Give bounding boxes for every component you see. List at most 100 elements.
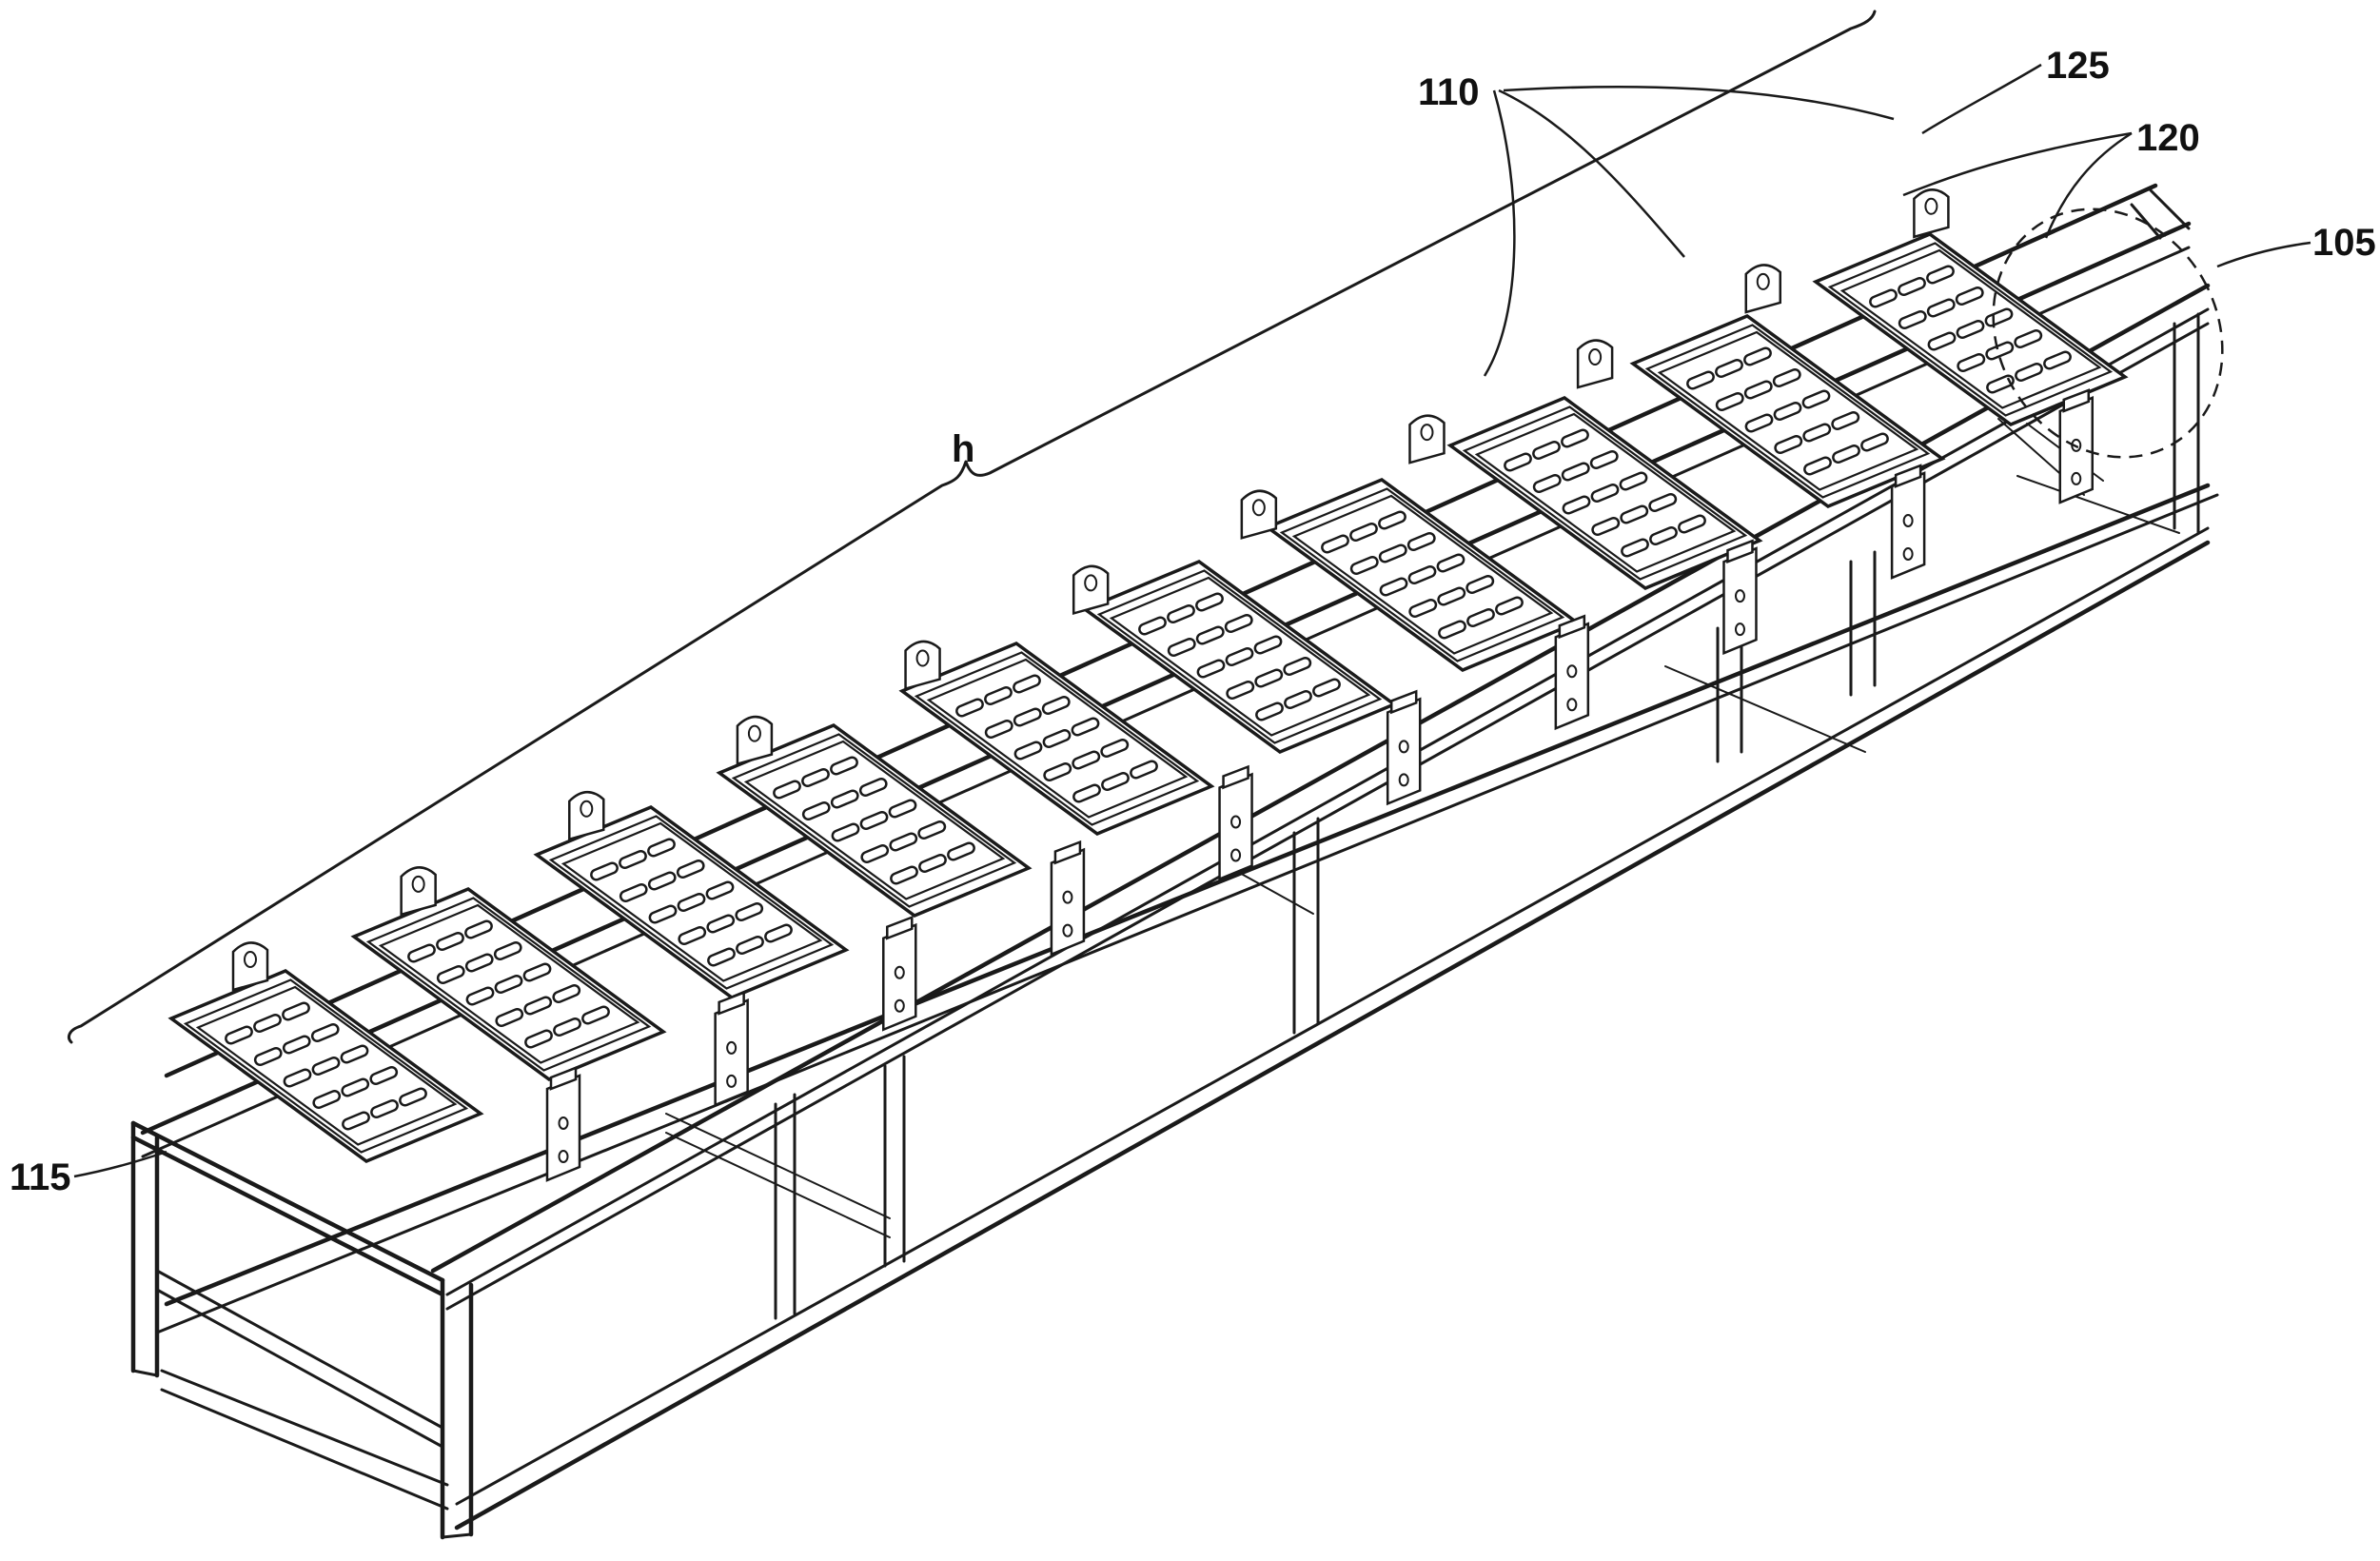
slot-opening xyxy=(1680,517,1704,531)
tray-floor-edge xyxy=(378,903,640,1064)
slot-opening xyxy=(1988,377,2013,391)
slot-opening xyxy=(1593,485,1617,501)
slot-opening xyxy=(679,861,703,877)
tray-lip xyxy=(1096,569,1383,744)
tray-lip xyxy=(1462,405,1748,581)
slot-opening xyxy=(949,844,974,859)
slot-opening xyxy=(1380,513,1405,527)
hinge-hole xyxy=(2071,471,2082,485)
mounting-clip xyxy=(231,941,269,992)
tray-floor-edge xyxy=(743,740,1006,900)
clip-hole xyxy=(915,649,930,667)
slot-opening xyxy=(1014,677,1039,691)
tray-lip xyxy=(731,733,1017,908)
slot-opening xyxy=(1198,628,1223,642)
slot-opening xyxy=(1833,413,1858,428)
slot-opening xyxy=(1900,312,1925,327)
slot-opening xyxy=(438,934,462,949)
slot-opening xyxy=(987,721,1012,737)
slot-opening xyxy=(1409,534,1434,549)
slot-opening xyxy=(285,1071,309,1085)
hinge-hole xyxy=(1566,698,1578,712)
slot-opening xyxy=(497,977,521,992)
hinge-plate xyxy=(882,915,917,1032)
hinge-hole xyxy=(1902,547,1914,562)
tray xyxy=(533,805,850,999)
slot-opening xyxy=(620,852,645,867)
slot-opening xyxy=(1593,519,1618,534)
slot-opening xyxy=(708,917,733,931)
hinge-hole xyxy=(726,1074,738,1088)
slot-opening xyxy=(862,813,886,828)
hinge-hole xyxy=(1230,848,1242,862)
tray xyxy=(1629,314,1946,508)
slot-opening xyxy=(1957,288,1982,304)
hinge-plate xyxy=(714,991,749,1107)
hinge-hole xyxy=(1398,740,1409,754)
tray-lip xyxy=(548,815,835,990)
slot-opening xyxy=(957,701,982,715)
clip-hole xyxy=(1251,499,1266,517)
hinge-knuckle xyxy=(549,1066,578,1091)
slot-opening xyxy=(1747,416,1771,430)
slot-opening xyxy=(1958,322,1982,337)
tray xyxy=(1264,478,1581,672)
slot-opening xyxy=(1169,606,1193,622)
mounting-clip xyxy=(1576,339,1614,389)
tray-floor-edge xyxy=(1474,412,1737,573)
hinge-knuckle xyxy=(1222,764,1249,790)
dimension-bracket: h xyxy=(68,10,1877,1044)
slot-opening xyxy=(468,989,492,1003)
tray-floor-edge xyxy=(561,821,823,982)
slot-opening xyxy=(1382,580,1406,594)
clip-hole xyxy=(1084,574,1098,592)
slot-opening xyxy=(1535,476,1560,491)
slot-opening xyxy=(1199,662,1223,676)
slot-opening xyxy=(496,943,521,958)
slot-opening xyxy=(466,922,491,937)
slot-opening xyxy=(2016,331,2040,346)
slot-opening xyxy=(1044,698,1069,713)
tray-row xyxy=(167,232,2129,1163)
slot-opening xyxy=(621,885,646,900)
slot-opening xyxy=(1073,720,1097,734)
clip-hole xyxy=(411,875,425,893)
slot-opening xyxy=(409,946,434,960)
hinge-hole xyxy=(894,965,905,979)
slot-opening xyxy=(314,1092,339,1107)
slot-opening xyxy=(892,868,916,882)
height-label: h xyxy=(952,428,974,470)
slot-opening xyxy=(497,1010,521,1025)
frame-structure xyxy=(130,183,2219,1540)
mounting-clip xyxy=(400,866,437,917)
slot-opening xyxy=(1257,704,1282,719)
slot-opening xyxy=(1776,437,1800,452)
slot-opening xyxy=(1131,762,1156,777)
slot-opening xyxy=(1381,546,1406,561)
slot-opening xyxy=(1323,537,1347,551)
slot-opening xyxy=(679,928,704,943)
tray-floor-edge xyxy=(1109,576,1371,737)
slot-opening xyxy=(1467,577,1492,592)
slot-opening xyxy=(467,956,492,970)
slot-opening xyxy=(1651,528,1676,543)
hinge-knuckle xyxy=(1558,614,1586,640)
slot-opening xyxy=(832,759,856,773)
hinge-hole xyxy=(1062,890,1073,904)
slot-opening xyxy=(1929,301,1954,315)
slot-opening xyxy=(1505,455,1530,469)
slot-opening xyxy=(775,782,799,797)
slot-opening xyxy=(226,1028,251,1042)
slot-opening xyxy=(2016,365,2041,380)
slot-opening xyxy=(650,874,675,888)
hinge-hole xyxy=(1902,514,1914,528)
slot-opening xyxy=(1958,355,1983,370)
clip-hole xyxy=(1756,272,1770,290)
slot-opening xyxy=(1170,640,1194,655)
hinge-knuckle xyxy=(2062,388,2091,413)
mounting-clip xyxy=(1913,188,1950,239)
slot-opening xyxy=(709,950,734,964)
slot-opening xyxy=(1899,279,1924,294)
slot-opening xyxy=(1256,671,1281,685)
